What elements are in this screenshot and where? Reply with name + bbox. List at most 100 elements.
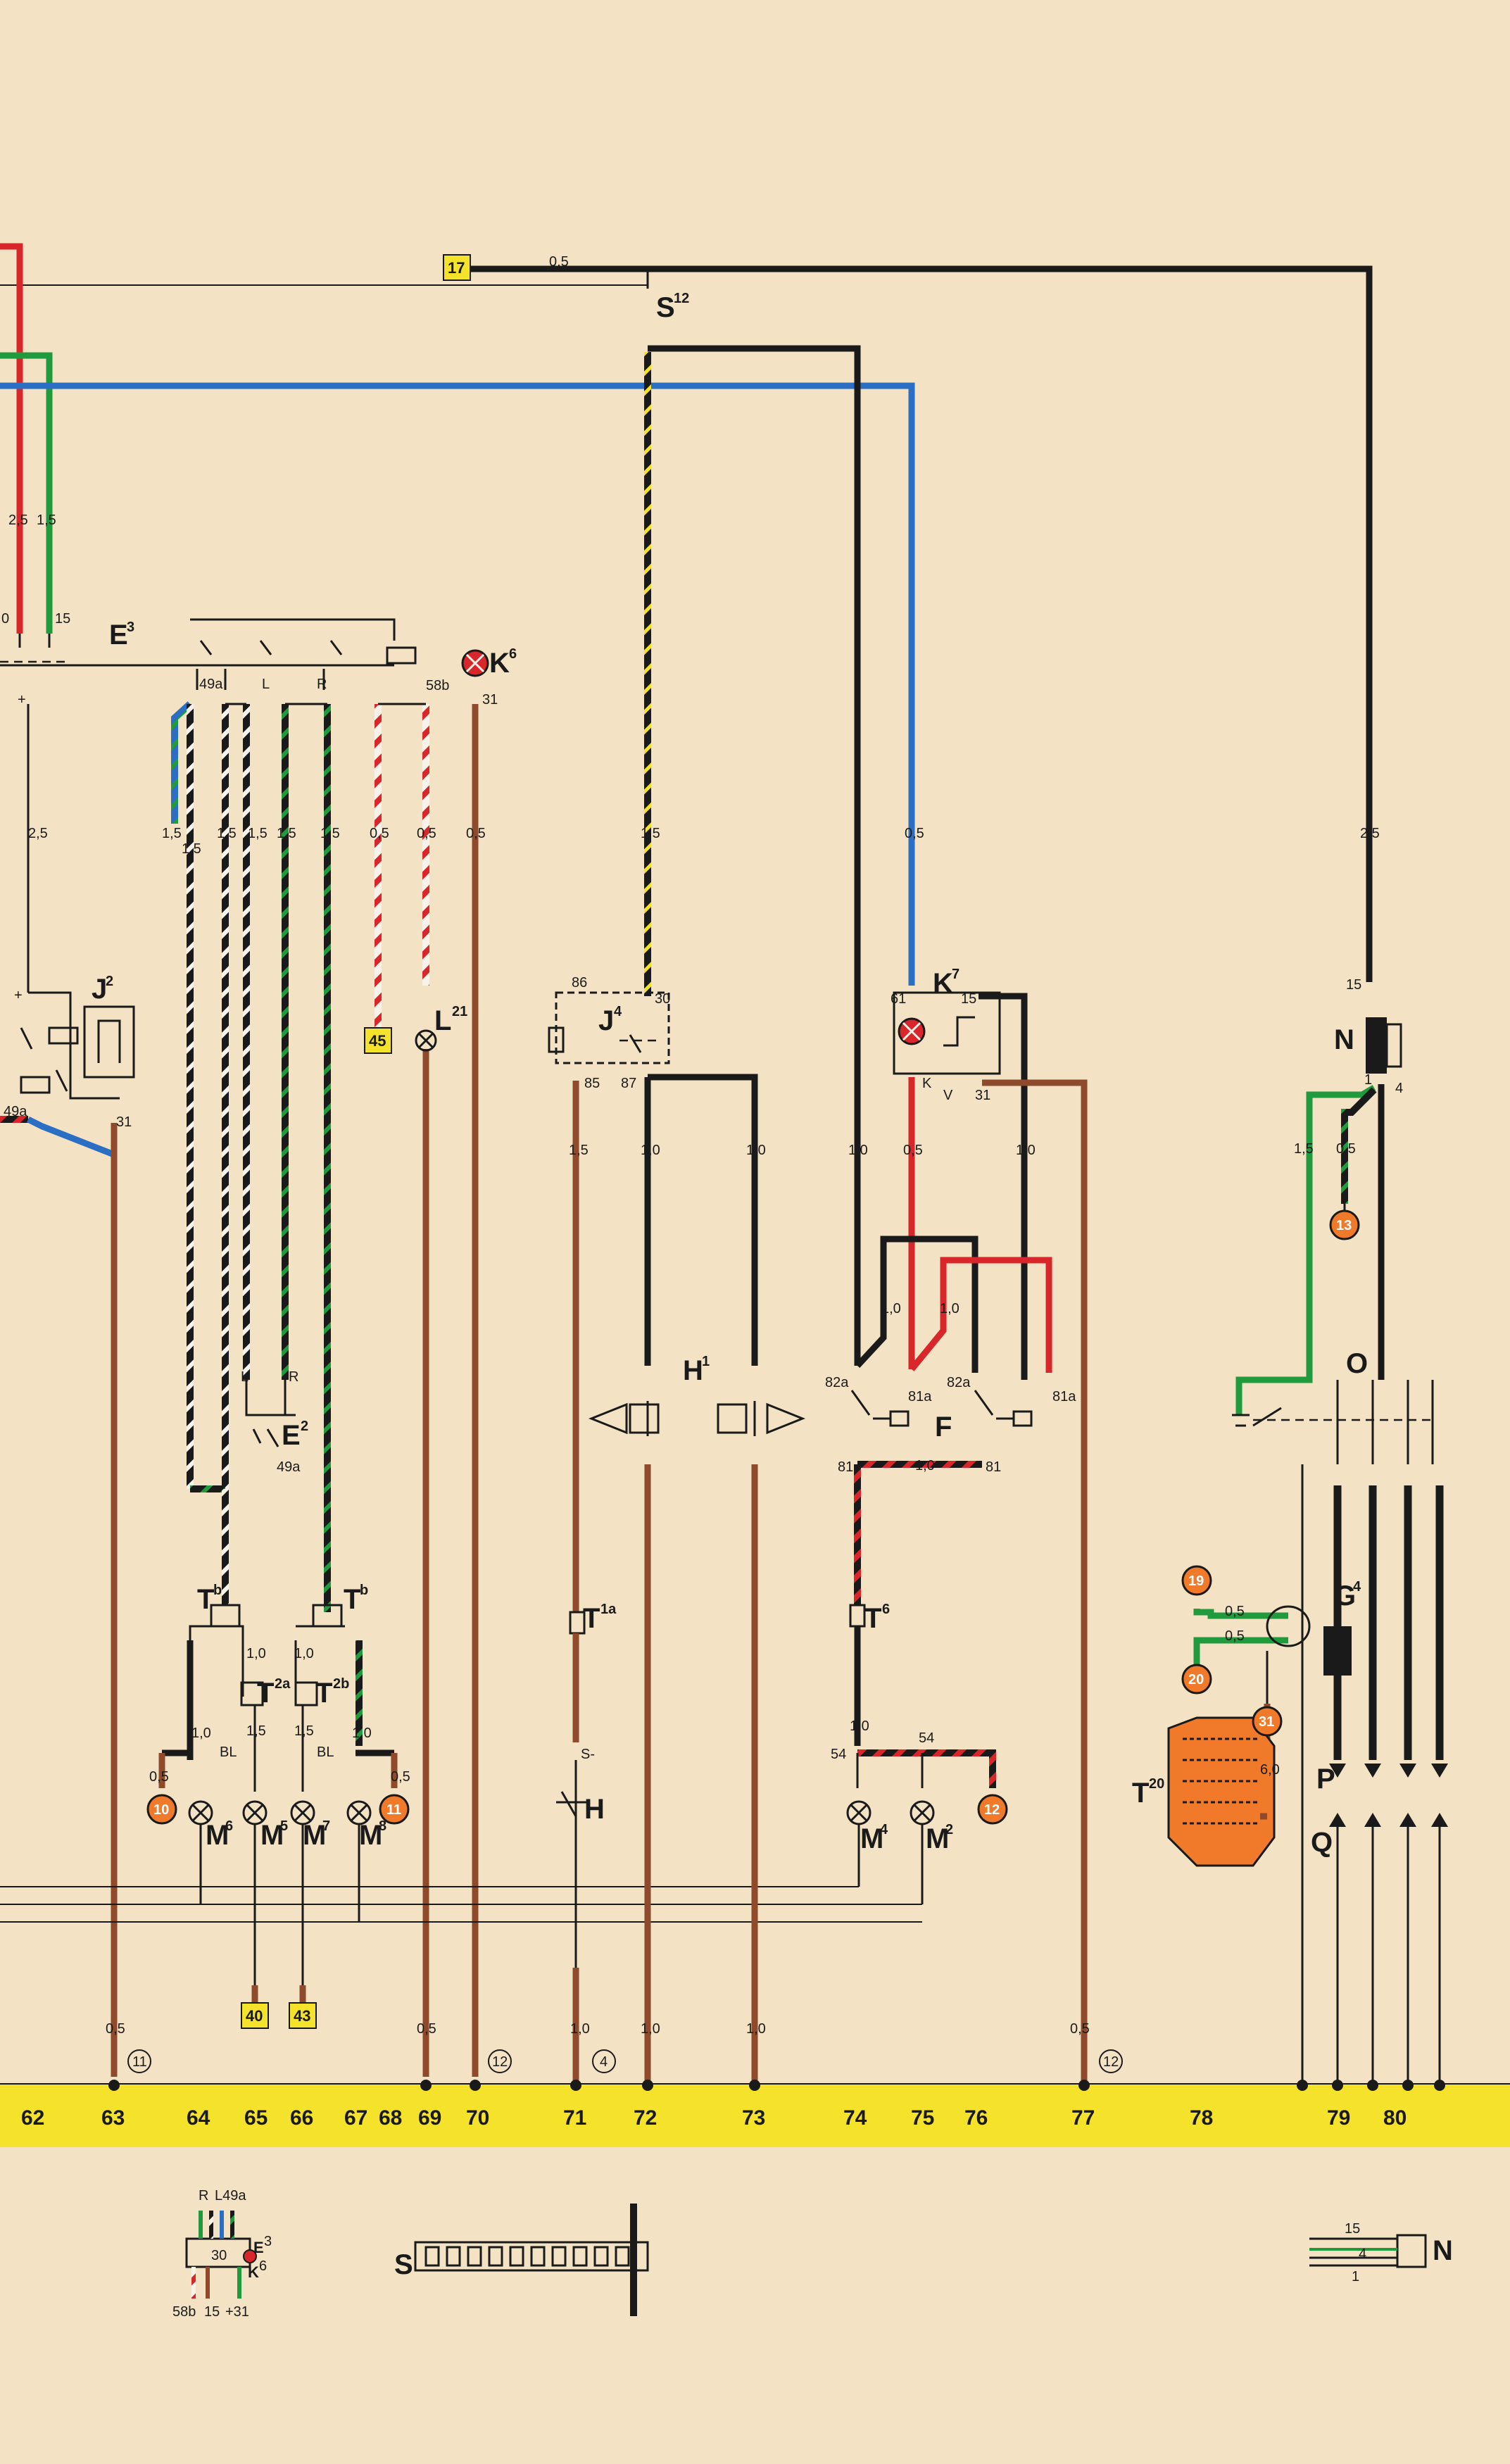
gauge-25-n: 2,5 [1360, 826, 1380, 841]
label-f: F [935, 1412, 952, 1442]
column-number: 76 [964, 2106, 988, 2130]
label-g4: G [1334, 1580, 1356, 1611]
ref-circle-10: 10 [153, 1802, 169, 1818]
bus-junction-dot [108, 2080, 120, 2091]
label-t20: T [1132, 1778, 1149, 1809]
gauge-25-a: 2,5 [8, 513, 28, 528]
column-number: 74 [843, 2106, 867, 2130]
gauge-15-n: 1,5 [1294, 1141, 1314, 1157]
legend-n-coil [1309, 2234, 1427, 2268]
term-85: 85 [584, 1076, 600, 1091]
ref-circle-4: 4 [600, 2054, 608, 2070]
switch-e2 [245, 1380, 296, 1447]
gauge-10-73: 1,0 [746, 1143, 766, 1158]
gauge-15-1: 1,5 [162, 826, 182, 841]
column-number: 65 [244, 2106, 268, 2130]
label-k7: K [933, 968, 953, 999]
reference-circles: 11 12 4 12 10 11 12 13 19 20 31 [127, 1209, 1360, 2073]
legend-term-l49a: L49a [215, 2188, 246, 2204]
term-0-e3: 0 [1, 611, 9, 627]
column-number: 79 [1327, 2106, 1350, 2130]
n-coil-area [1167, 1017, 1448, 2084]
ref-circle-11b: 11 [386, 1802, 401, 1818]
label-t2b: T [315, 1678, 332, 1709]
reference-boxes: 17 45 40 43 [241, 254, 471, 2029]
gauge-05-75: 0,5 [903, 1143, 923, 1158]
gauge-05-1: 0,5 [370, 826, 389, 841]
label-tb-right-sup: b [360, 1583, 368, 1598]
gauge-05-g4b: 0,5 [1225, 1628, 1245, 1644]
label-g4-sup: 4 [1353, 1579, 1361, 1595]
column-number: 71 [563, 2106, 586, 2130]
bus-junction-dot [642, 2080, 653, 2091]
term-15-n: 15 [1346, 977, 1361, 993]
gauge-15-j4: 1,5 [641, 826, 660, 841]
switch-e3 [0, 618, 417, 1100]
gauge-bot-69: 0,5 [417, 2021, 436, 2037]
label-m5-sup: 5 [280, 1818, 288, 1834]
column-number: 67 [344, 2106, 367, 2130]
legend-term-58b: 58b [172, 2304, 196, 2320]
ref-circle-19: 19 [1188, 1573, 1204, 1589]
label-l21-sup: 21 [452, 1004, 467, 1019]
term-bl-1: BL [220, 1745, 237, 1760]
gauge-10-m: 1,0 [246, 1646, 266, 1661]
term-bl-2: BL [317, 1745, 334, 1760]
label-m8: M [359, 1820, 382, 1851]
gauge-10-76: 1,0 [1016, 1143, 1036, 1158]
term-15-k7: 15 [961, 991, 976, 1007]
column-number: 63 [101, 2106, 125, 2130]
gauge-05-n: 0,5 [1336, 1141, 1356, 1157]
label-e3-sup: 3 [127, 620, 134, 635]
gauge-15-m2: 1,5 [294, 1723, 314, 1739]
column-number: 62 [21, 2106, 44, 2130]
legend-term-n1: 1 [1352, 2269, 1359, 2284]
striped-wires [171, 649, 489, 2077]
term-15-e3: 15 [55, 611, 70, 627]
relay-j4-horns [548, 991, 806, 2084]
column-number: 64 [187, 2106, 210, 2130]
label-tb-left: T [197, 1584, 214, 1615]
label-h1-sup: 1 [702, 1354, 710, 1369]
gauge-bot-71: 1,0 [570, 2021, 590, 2037]
legend-term-n4: 4 [1359, 2246, 1366, 2262]
label-k7-sup: 7 [952, 967, 960, 982]
term-58b: 58b [426, 678, 449, 693]
column-number: 78 [1190, 2106, 1213, 2130]
column-number: 77 [1071, 2106, 1095, 2130]
label-k6-sup: 6 [509, 646, 517, 662]
ref-circle-12a: 12 [492, 2054, 508, 2070]
ref-circle-12c: 12 [984, 1802, 1000, 1818]
term-81a-l: 81a [908, 1389, 932, 1404]
label-p: P [1316, 1764, 1335, 1794]
term-plus2: + [14, 988, 23, 1003]
gauge-10-b: 1,0 [940, 1301, 960, 1316]
bus-junction-dot [1402, 2080, 1414, 2091]
term-s-minus: S- [581, 1747, 595, 1762]
motor-group [0, 1604, 924, 2003]
label-e3: E [109, 620, 128, 650]
gauge-top: 0,5 [549, 254, 569, 270]
label-t2b-sup: 2b [333, 1676, 349, 1692]
ref-circle-31: 31 [1259, 1714, 1274, 1730]
gauge-10-m8: 1,0 [352, 1726, 372, 1741]
gauge-05-g4a: 0,5 [1225, 1604, 1245, 1619]
label-m2: M [926, 1823, 949, 1854]
bus-junction-dot [1332, 2080, 1343, 2091]
ref-circle-20: 20 [1188, 1672, 1204, 1687]
label-k6: K [489, 648, 510, 679]
term-54-l: 54 [831, 1747, 846, 1762]
term-49a-e2: 49a [277, 1459, 301, 1475]
bus-junction-dot [749, 2080, 760, 2091]
label-t6-sup: 6 [882, 1602, 890, 1617]
label-m5: M [260, 1820, 284, 1851]
term-54-r: 54 [919, 1730, 934, 1746]
column-number: 80 [1383, 2106, 1407, 2130]
k7-f-area [846, 991, 1088, 2084]
gauge-15-m: 1,5 [246, 1723, 266, 1739]
bus-junction-dot [470, 2080, 481, 2091]
label-s12-sup: 12 [674, 291, 689, 306]
label-l21: L [434, 1005, 451, 1036]
bus-junction-dot [570, 2080, 581, 2091]
label-t2a-sup: 2a [275, 1676, 291, 1692]
